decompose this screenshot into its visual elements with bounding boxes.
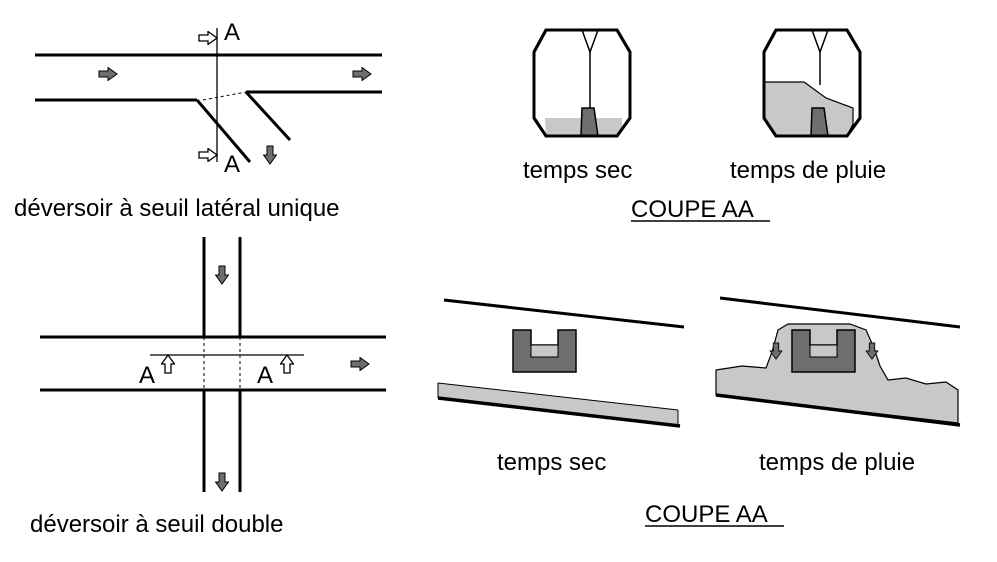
section-double-dry [437,298,685,428]
flow-arrow-right-icon [350,357,370,371]
section-single-rain [762,28,862,138]
channel-bottom-line [715,393,961,427]
dry-water-level [438,383,678,425]
channel-top-line [443,298,685,329]
label-rain-weather: temps de pluie [759,449,915,476]
caption-single-lateral-weir: déversoir à seuil latéral unique [14,195,340,222]
flow-arrow-right-icon [352,67,372,81]
section-arrow-right-icon [198,148,218,162]
inner-water [809,344,838,358]
label-dry-weather: temps sec [497,449,606,476]
section-single-dry [532,28,632,138]
label-dry-weather: temps sec [523,157,632,184]
flow-arrow-right-icon [98,67,118,81]
overflow-arrow-down-icon [215,472,229,492]
inner-water [530,344,559,358]
overflow-arrow-down-icon [263,145,277,165]
section-arrow-right-icon [198,31,218,45]
section-mark-label: A [224,151,240,178]
label-rain-weather: temps de pluie [730,157,886,184]
overflow-arrow-down-icon [215,265,229,285]
section-mark-label: A [257,362,273,389]
section-arrow-up-icon [161,354,175,374]
channel-bottom-line [437,396,681,428]
section-mark-label: A [139,362,155,389]
plan-single-lateral-weir: A A déversoir à seuil latéral unique [14,19,382,222]
overflow-branch-wall-right [244,90,292,142]
section-mark-label: A [224,19,240,46]
caption-double-weir: déversoir à seuil double [30,511,284,538]
section-arrow-up-icon [280,354,294,374]
overflow-branch-wall-left [195,99,252,163]
section-double-rain [715,296,961,427]
weir-crest-line [202,91,247,101]
channel-top-line [719,296,961,329]
plan-double-weir: A A déversoir à seuil double [30,237,386,538]
section-title: COUPE AA [631,196,754,223]
section-title: COUPE AA [645,501,768,528]
